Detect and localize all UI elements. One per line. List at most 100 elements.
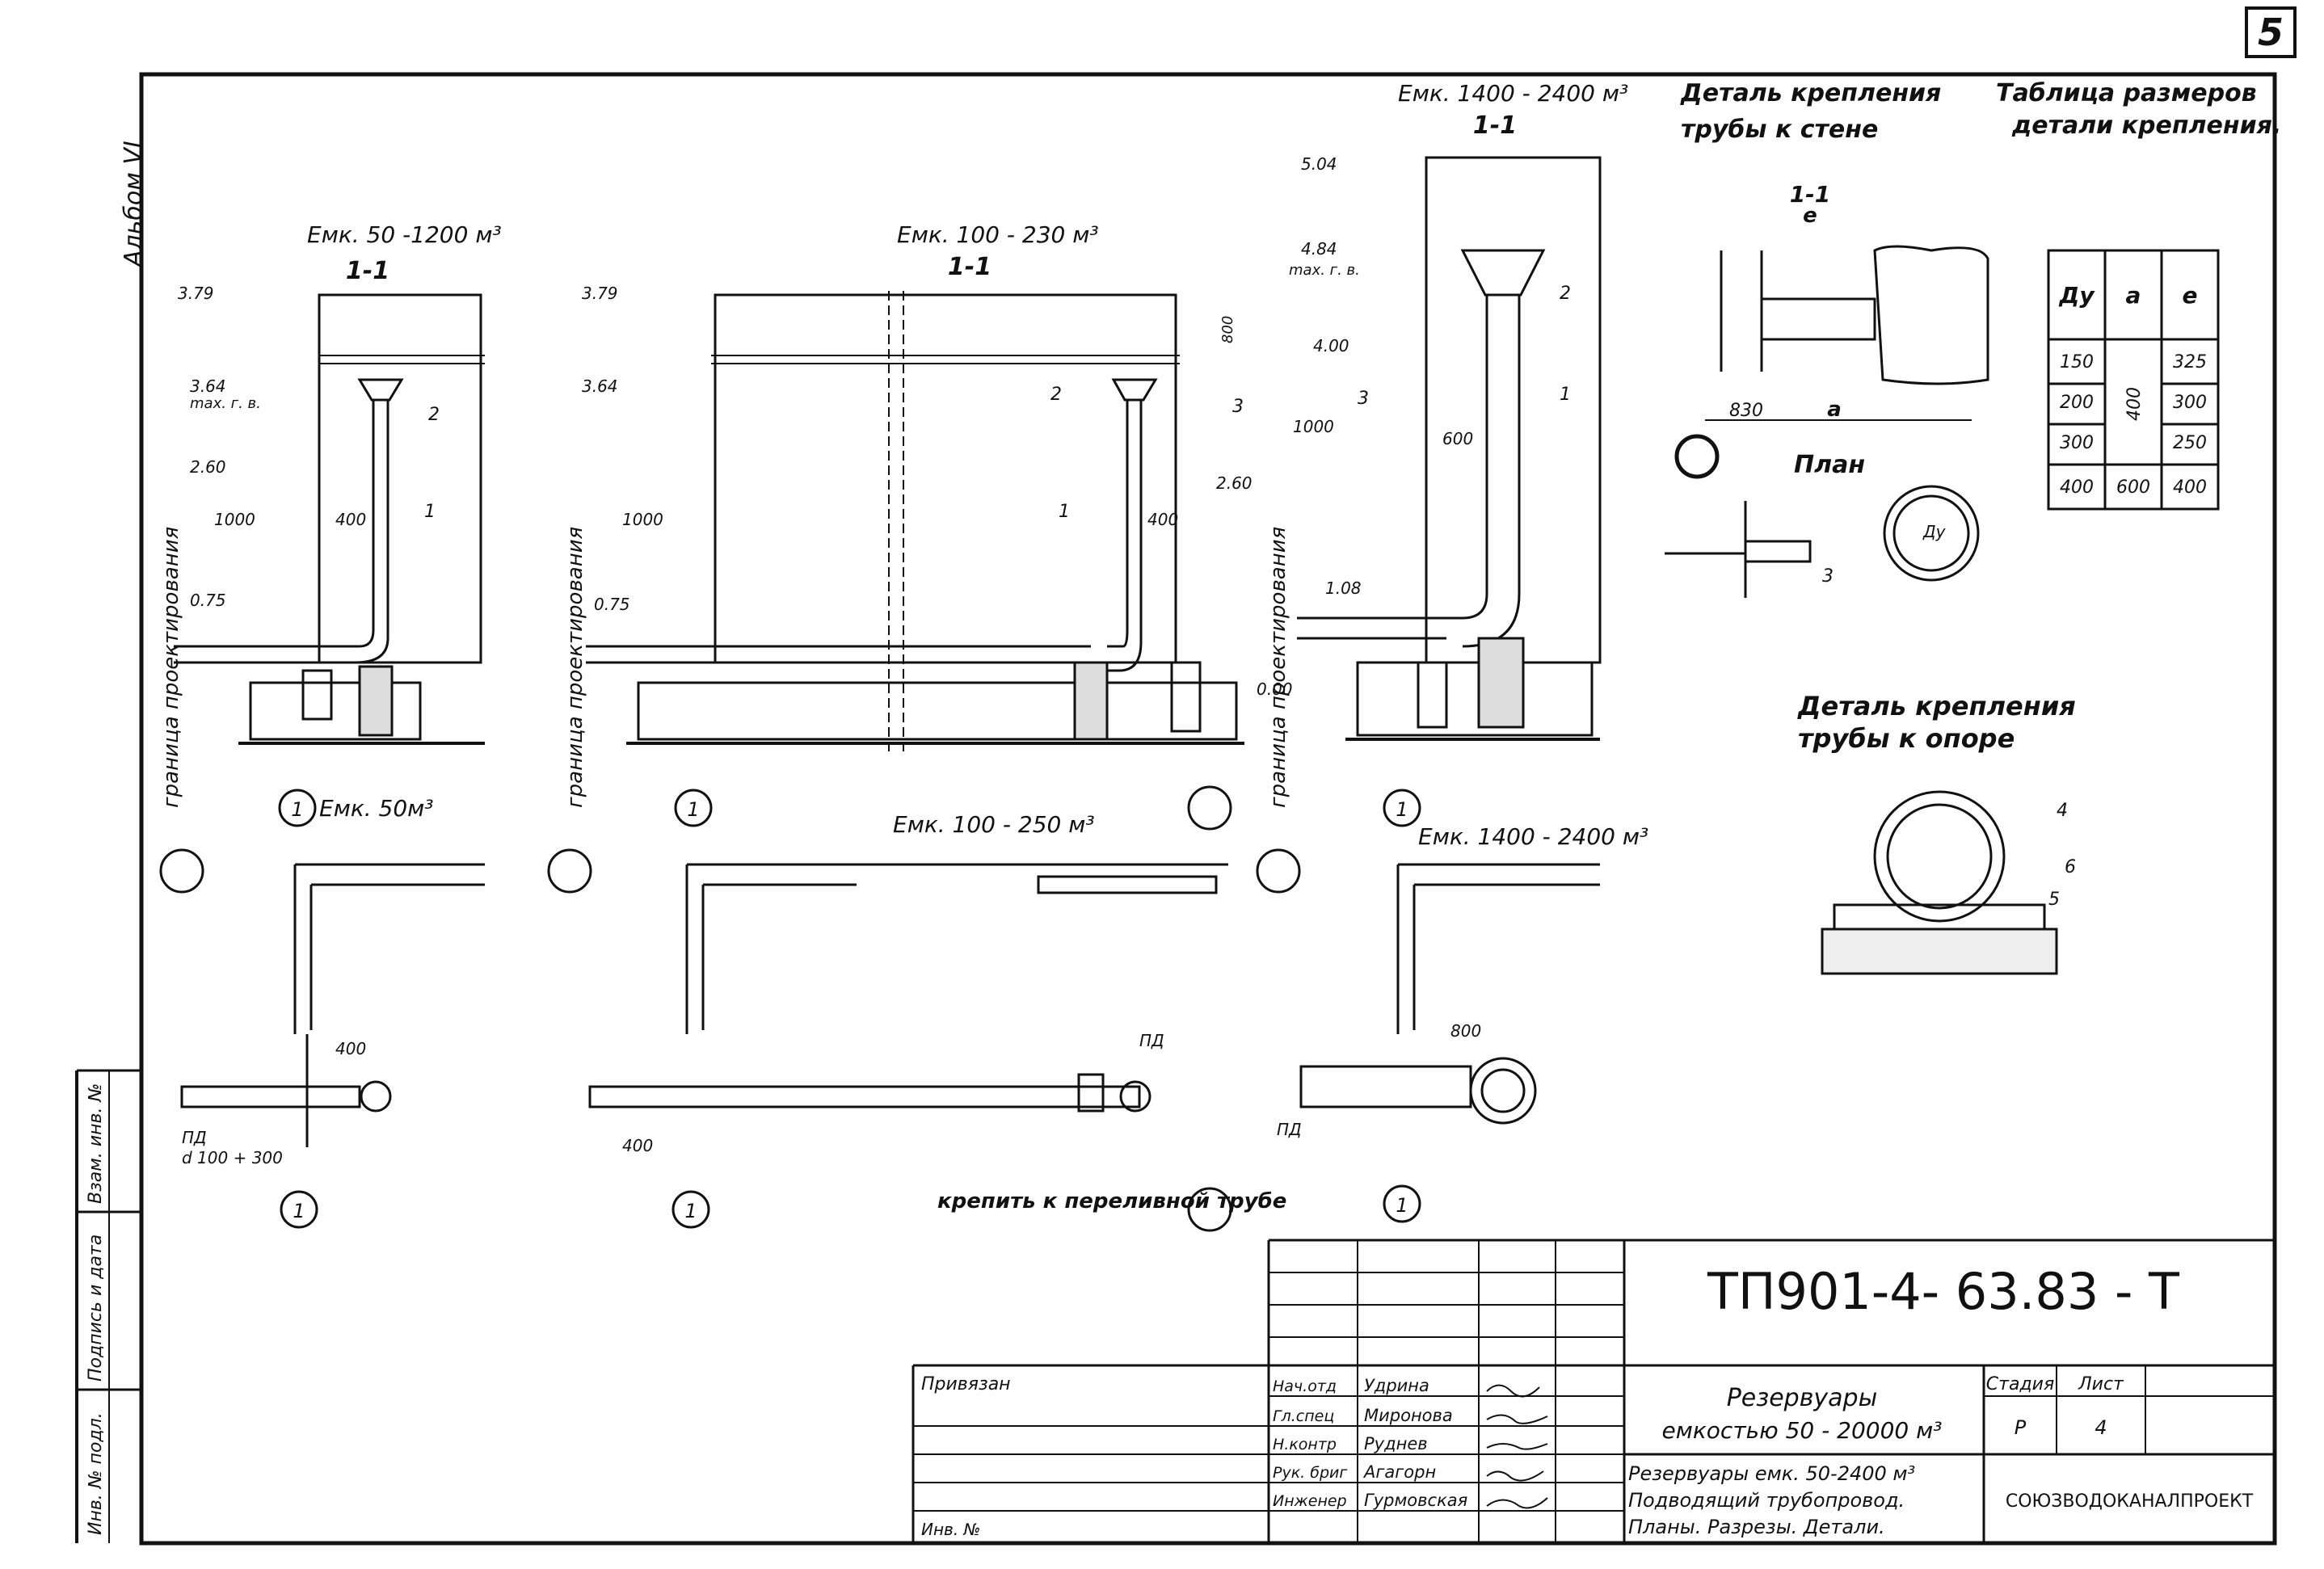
drawing-code: ТП901-4- 63.83 - Т	[1707, 1262, 2180, 1321]
v2-dim-075: 0.75	[594, 595, 630, 614]
v1-callout-1: 1	[424, 502, 436, 522]
name-3: Агагорн	[1362, 1462, 1436, 1482]
v1-dim-075: 0.75	[190, 591, 226, 610]
v3-dim-maxgv: max. г. в.	[1289, 262, 1360, 279]
detail-wall-830: 830	[1729, 401, 1763, 421]
title-block	[911, 1239, 2275, 1543]
desc-line-1: Резервуары емк. 50-2400 м³	[1628, 1462, 1915, 1485]
v3-plan-pd: ПД	[1277, 1120, 1302, 1139]
v3-plan-title: Емк. 1400 - 2400 м³	[1418, 823, 1648, 850]
v3-dim-484: 4.84	[1301, 239, 1337, 259]
role-2: Н.контр	[1273, 1436, 1337, 1453]
v1-plan-d: d 100 + 300	[182, 1148, 283, 1167]
v2-dim-400: 400	[1147, 510, 1178, 529]
detail-wall-section: 1-1	[1790, 181, 1831, 208]
name-2: Руднев	[1364, 1434, 1428, 1453]
role-1: Гл.спец	[1273, 1407, 1334, 1425]
role-4: Инженер	[1273, 1492, 1347, 1510]
view3-section	[1297, 156, 1602, 741]
detail-support-title-1: Деталь крепления	[1797, 691, 2076, 721]
v2-dim-800: 800	[1219, 316, 1236, 343]
sheet-frame	[75, 6, 2297, 1546]
project-line-2: емкостью 50 - 20000 м³	[1662, 1417, 1943, 1444]
v3-section-label: 1-1	[1473, 111, 1517, 140]
v3-dim-504: 5.04	[1301, 154, 1337, 174]
dim-table-dn-200: 200	[2060, 393, 2094, 413]
axis-mark-c: 1	[1396, 798, 1408, 821]
stage-label: Стадия	[1986, 1374, 2054, 1394]
v2-dim-364: 3.64	[582, 376, 618, 396]
detail-support-title-2: трубы к опоре	[1798, 723, 2015, 754]
axis-mark-e: 1	[684, 1200, 697, 1222]
dim-table-h-dn: Ду	[2058, 282, 2095, 309]
detail-wall-a: а	[1827, 398, 1842, 422]
v2-section-label: 1-1	[948, 253, 991, 281]
v3-dim-400: 4.00	[1313, 336, 1349, 355]
view2-section	[586, 291, 1244, 755]
v1-plan-400: 400	[335, 1039, 366, 1058]
attach-note: крепить к переливной трубе	[937, 1189, 1286, 1214]
sheet-no-value: 4	[2095, 1416, 2107, 1439]
stamp-replace-inv: Взам. инв. №	[86, 1083, 106, 1204]
axis-mark-f: 1	[1396, 1194, 1408, 1217]
v1-dim-1000: 1000	[214, 510, 255, 529]
v1-plan-pd: ПД	[182, 1128, 207, 1147]
name-1: Миронова	[1364, 1406, 1453, 1425]
v2-plan-title: Емк. 100 - 250 м³	[893, 811, 1095, 838]
v3-dim-108: 1.08	[1325, 578, 1362, 598]
v3-callout-1: 1	[1560, 385, 1571, 405]
v2-plan-pd: 400	[622, 1136, 653, 1155]
plans	[159, 848, 1600, 1232]
boundary-label-2: граница проектирования	[563, 527, 587, 808]
sheet-label: Лист	[2078, 1374, 2124, 1394]
v2-callout-1: 1	[1059, 502, 1070, 522]
v3-plan-800: 800	[1450, 1021, 1481, 1041]
org-name: СОЮЗВОДОКАНАЛПРОЕКТ	[2006, 1491, 2254, 1512]
desc-line-2: Подводящий трубопровод.	[1628, 1489, 1905, 1512]
dim-table-dn-400: 400	[2060, 477, 2094, 498]
v3-callout-3: 3	[1358, 389, 1369, 409]
v3-callout-2: 2	[1560, 284, 1571, 304]
axis-mark-b: 1	[687, 798, 699, 821]
v1-dim-260: 2.60	[190, 457, 226, 477]
desc-line-3: Планы. Разрезы. Детали.	[1628, 1516, 1885, 1538]
dim-table-dn-150: 150	[2060, 352, 2094, 372]
axis-mark-d: 1	[293, 1200, 305, 1222]
v1-dim-maxgv: max. г. в.	[190, 395, 261, 412]
signatures	[1486, 1384, 1548, 1509]
v1-dim-379: 3.79	[178, 284, 214, 303]
role-3: Рук. бриг	[1273, 1464, 1348, 1482]
boundary-label-1: граница проектирования	[159, 527, 183, 808]
stamp-signature-date: Подпись и дата	[86, 1235, 106, 1382]
project-line-1: Резервуары	[1727, 1384, 1878, 1412]
dim-table-h-e: е	[2183, 282, 2198, 309]
dim-table-dn-300: 300	[2060, 433, 2094, 453]
v3-dim-600: 600	[1442, 429, 1473, 448]
detail-wall-e: е	[1803, 204, 1817, 228]
dim-table-title-1: Таблица размеров	[1996, 79, 2257, 107]
detail-support-drawing	[1821, 790, 2058, 975]
dim-table-grid	[2047, 249, 2220, 511]
v1-plan-title: Емк. 50м³	[319, 795, 434, 822]
dim-table-a-600: 600	[2116, 477, 2150, 498]
support-callout-6: 6	[2065, 857, 2076, 877]
dim-table-e-325: 325	[2173, 352, 2207, 372]
detail-wall-drawing	[1665, 245, 1989, 598]
v1-section-title: Емк. 50 -1200 м³	[307, 221, 502, 248]
v3-dim-1000: 1000	[1293, 417, 1334, 436]
detail-wall-title-2: трубы к стене	[1681, 116, 1878, 144]
name-0: Удрина	[1364, 1376, 1429, 1395]
dim-table-title-2: детали крепления.	[2011, 111, 2281, 140]
boundary-label-3: граница проектирования	[1266, 527, 1290, 808]
axis-mark-a: 1	[291, 798, 303, 821]
v2-section-title: Емк. 100 - 230 м³	[897, 221, 1099, 248]
dim-table-h-a: а	[2126, 282, 2141, 309]
v2-dim-1000: 1000	[622, 510, 663, 529]
view1-section	[174, 293, 485, 745]
v1-callout-2: 2	[428, 405, 440, 425]
v1-dim-400: 400	[335, 510, 366, 529]
role-0: Нач.отд	[1273, 1378, 1337, 1395]
v1-section-label: 1-1	[346, 257, 389, 285]
v2-dim-379: 3.79	[582, 284, 618, 303]
